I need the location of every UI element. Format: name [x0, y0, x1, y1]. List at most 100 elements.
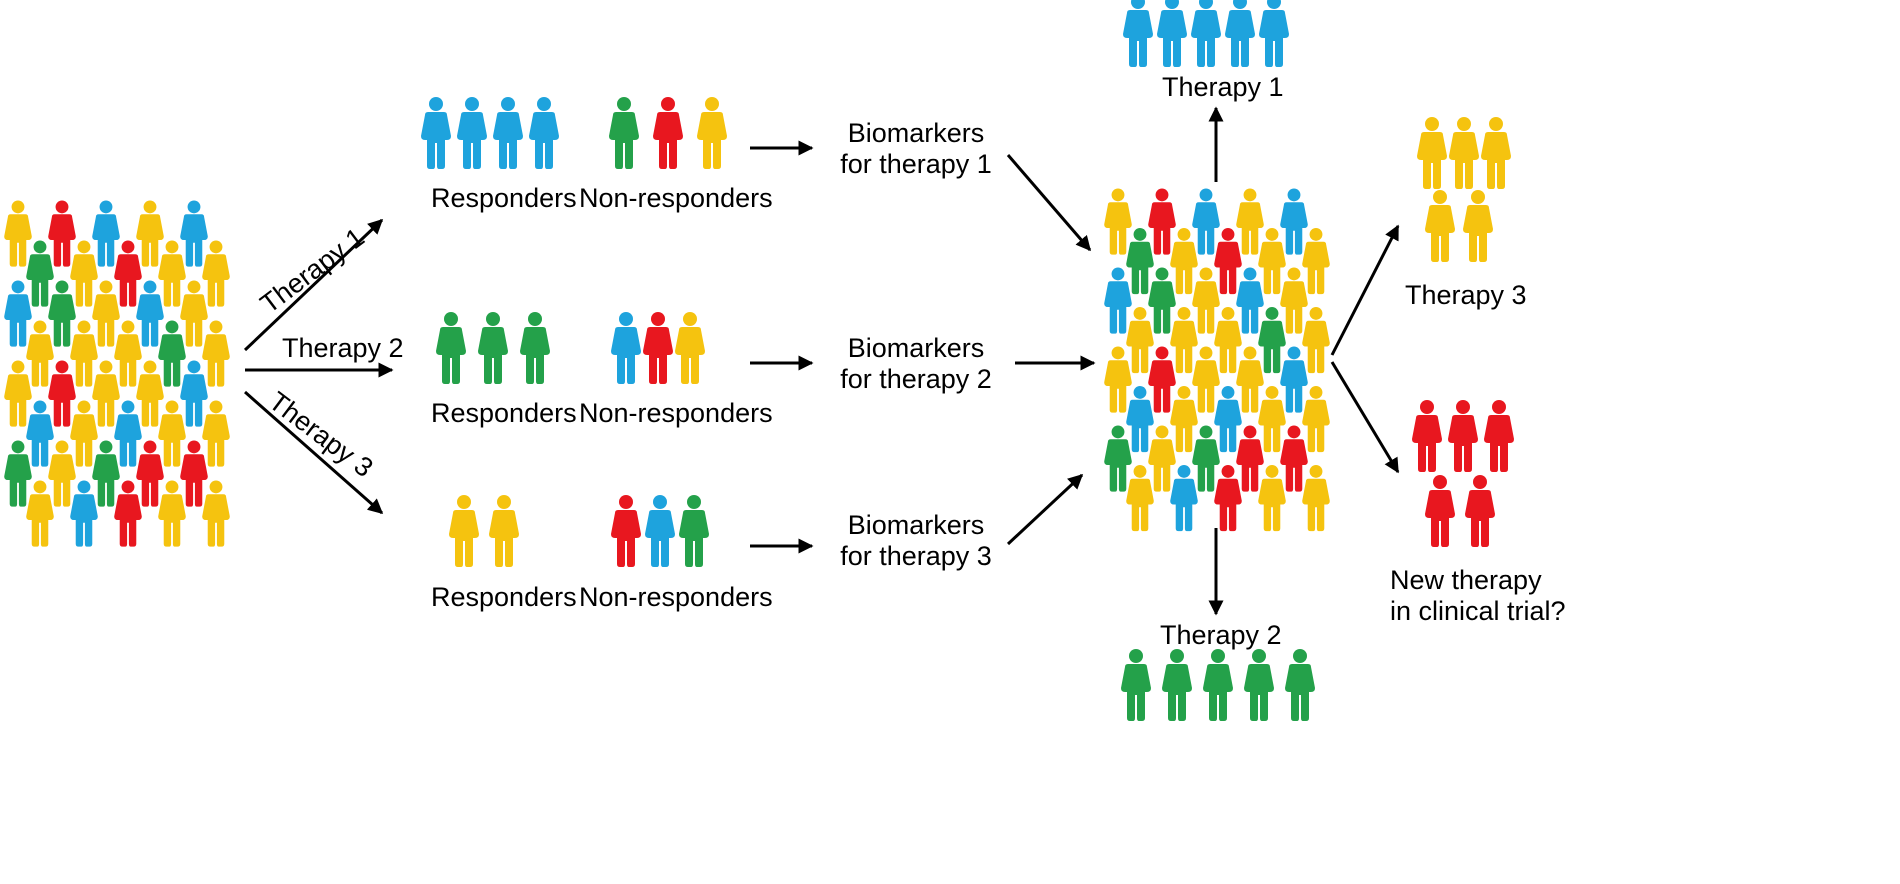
nonresponders-label-1: Non-responders	[579, 183, 773, 213]
nonresponders-label-3: Non-responders	[579, 582, 773, 612]
biomarker-label-1-line1: Biomarkers	[847, 118, 985, 148]
initial-crowd-person-icon	[70, 240, 98, 307]
branch-arrow-therapy3	[244, 390, 384, 515]
pooled-crowd-person-icon	[1170, 227, 1198, 295]
pooled-crowd-person-icon	[1148, 346, 1176, 413]
responders-label-3: Responders	[431, 582, 577, 612]
responder-3-person-icon	[489, 495, 519, 567]
outcome-new-therapy-person-icon	[1425, 475, 1455, 547]
outcome-therapy2-person-icon	[1162, 649, 1192, 721]
initial-crowd-person-icon	[158, 400, 186, 467]
initial-crowd-person-icon	[26, 240, 54, 307]
initial-crowd-person-icon	[202, 400, 230, 467]
initial-crowd-person-icon	[48, 440, 76, 507]
responder-3-person-icon	[449, 495, 479, 567]
biomarker-label-3: Biomarkers for therapy 3	[826, 510, 1006, 572]
pooled-crowd-person-icon	[1302, 306, 1330, 374]
initial-crowd-person-icon	[48, 200, 76, 267]
pooled-crowd-person-icon	[1170, 385, 1198, 453]
pooled-crowd-person-icon	[1258, 464, 1286, 532]
outcome-therapy3-person-icon	[1449, 117, 1479, 189]
pooled-crowd-person-icon	[1104, 346, 1132, 413]
initial-crowd-person-icon	[92, 360, 120, 427]
outcome-label-therapy2: Therapy 2	[1160, 620, 1282, 650]
pooled-crowd-person-icon	[1236, 346, 1264, 413]
initial-crowd-person-icon	[180, 440, 208, 507]
pooled-crowd-person-icon	[1280, 425, 1308, 492]
initial-crowd-person-icon	[70, 400, 98, 467]
branch-arrow-label-therapy2: Therapy 2	[282, 333, 404, 363]
pooled-crowd-person-icon	[1214, 306, 1242, 374]
biomarker-label-3-line2: for therapy 3	[840, 541, 992, 571]
pooled-crowd-person-icon	[1148, 267, 1176, 334]
biomarker-label-2: Biomarkers for therapy 2	[826, 333, 1006, 395]
responder-2-person-icon	[478, 312, 508, 384]
responder-1-person-icon	[421, 97, 451, 169]
pooled-crowd-person-icon	[1170, 464, 1198, 532]
initial-crowd-person-icon	[48, 360, 76, 427]
biomarker-label-2-line2: for therapy 2	[840, 364, 992, 394]
initial-crowd-person-icon	[136, 360, 164, 427]
pooled-crowd-person-icon	[1236, 267, 1264, 334]
initial-crowd-person-icon	[26, 480, 54, 547]
outcome-therapy3-person-icon	[1481, 117, 1511, 189]
pooled-crowd-person-icon	[1104, 267, 1132, 334]
pooled-crowd-person-icon	[1192, 267, 1220, 334]
responder-2-person-icon	[436, 312, 466, 384]
biomarker-label-2-line1: Biomarkers	[847, 333, 985, 363]
outcome-therapy2-person-icon	[1203, 649, 1233, 721]
initial-crowd-person-icon	[202, 480, 230, 547]
responders-label-2: Responders	[431, 398, 577, 428]
outcome-therapy1-person-icon	[1157, 0, 1187, 67]
initial-crowd-person-icon	[70, 480, 98, 547]
pooled-crowd-person-icon	[1280, 188, 1308, 255]
pooled-crowd-person-icon	[1104, 425, 1132, 492]
pooled-crowd-person-icon	[1170, 306, 1198, 374]
nonresponder-2-person-icon	[643, 312, 673, 384]
responder-2-person-icon	[520, 312, 550, 384]
outcome-therapy3-person-icon	[1417, 117, 1447, 189]
pooled-crowd-person-icon	[1214, 464, 1242, 532]
pooled-crowd-person-icon	[1302, 464, 1330, 532]
outcome-new-therapy-person-icon	[1484, 400, 1514, 472]
initial-crowd-person-icon	[180, 200, 208, 267]
pooled-crowd-person-icon	[1214, 227, 1242, 295]
outcome-new-therapy-person-icon	[1465, 475, 1495, 547]
pooled-crowd-person-icon	[1192, 425, 1220, 492]
pooled-crowd-person-icon	[1192, 188, 1220, 255]
initial-crowd-person-icon	[202, 320, 230, 387]
biomarker-label-3-line1: Biomarkers	[847, 510, 985, 540]
responder-1-person-icon	[493, 97, 523, 169]
initial-crowd-person-icon	[4, 360, 32, 427]
new-therapy-line1: New therapy	[1390, 565, 1542, 595]
pooled-crowd-person-icon	[1280, 267, 1308, 334]
initial-crowd-person-icon	[158, 320, 186, 387]
biomarker-label-1-line2: for therapy 1	[840, 149, 992, 179]
branch-arrow-therapy1	[243, 218, 384, 352]
outcome-therapy1-person-icon	[1225, 0, 1255, 67]
initial-crowd-person-icon	[114, 320, 142, 387]
outcome-therapy2-person-icon	[1121, 649, 1151, 721]
nonresponder-3-person-icon	[645, 495, 675, 567]
initial-crowd-person-icon	[92, 280, 120, 347]
initial-crowd-person-icon	[114, 400, 142, 467]
pool-to-therapy3-arrow	[1330, 224, 1400, 356]
initial-crowd-person-icon	[92, 200, 120, 267]
initial-crowd-person-icon	[92, 440, 120, 507]
outcome-therapy3-person-icon	[1425, 190, 1455, 262]
initial-crowd-person-icon	[136, 440, 164, 507]
initial-crowd-person-icon	[48, 280, 76, 347]
outcome-therapy2-person-icon	[1244, 649, 1274, 721]
nonresponders-label-2: Non-responders	[579, 398, 773, 428]
pooled-crowd-person-icon	[1126, 385, 1154, 453]
pooled-crowd-person-icon	[1148, 425, 1176, 492]
pooled-crowd-person-icon	[1302, 227, 1330, 295]
initial-crowd-person-icon	[70, 320, 98, 387]
outcome-therapy1-person-icon	[1191, 0, 1221, 67]
pooled-crowd-person-icon	[1126, 306, 1154, 374]
initial-crowd-person-icon	[114, 240, 142, 307]
outcome-label-therapy3: Therapy 3	[1405, 280, 1527, 310]
outcome-label-therapy1: Therapy 1	[1162, 72, 1284, 102]
responder-1-person-icon	[457, 97, 487, 169]
